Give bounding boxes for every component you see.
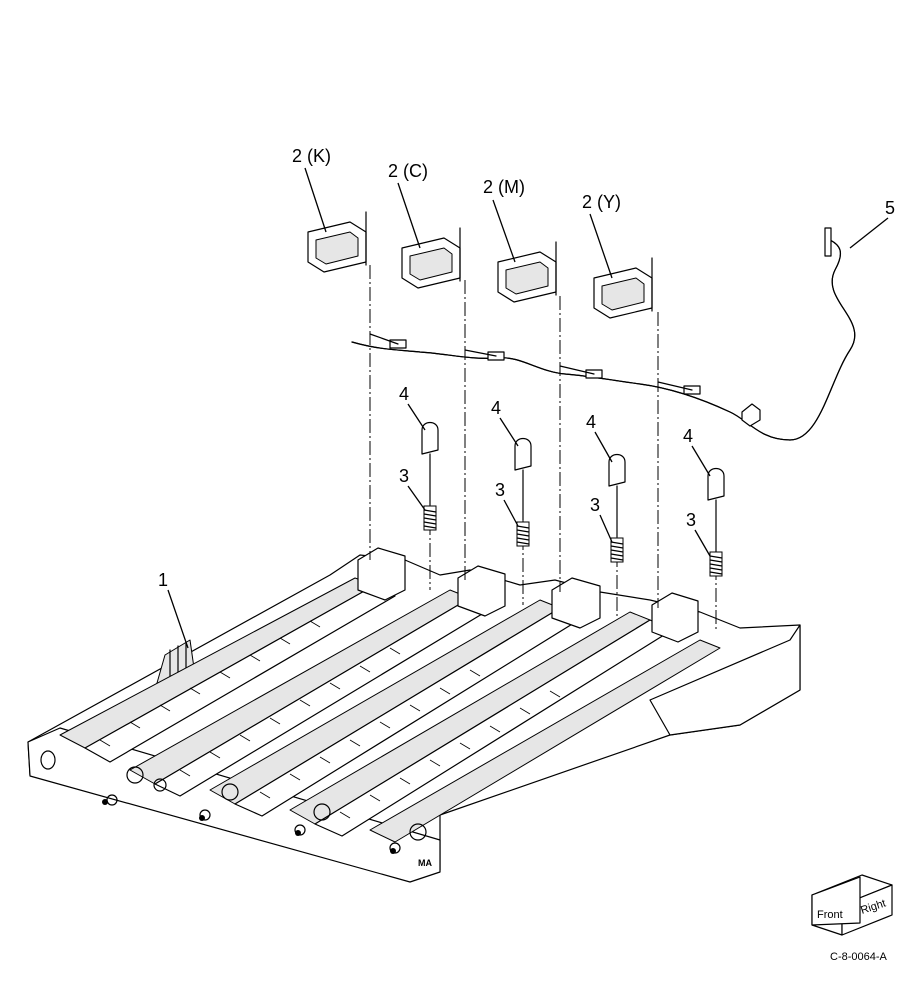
harness-end-connector (824, 227, 832, 257)
callout-4c: 4 (586, 412, 596, 432)
callout-labels: 1 2 (K) 2 (C) 2 (M) 2 (Y) 3 3 3 3 4 4 4 … (158, 146, 895, 590)
callout-3b: 3 (495, 480, 505, 500)
wire-harness (351, 227, 856, 441)
spring-1 (423, 505, 437, 531)
contact-holder-2 (514, 437, 532, 521)
callout-4d: 4 (683, 426, 693, 446)
spring-2 (516, 521, 530, 547)
callout-2-c: 2 (C) (388, 161, 428, 181)
crum-connector-m (497, 241, 557, 303)
callout-2-m: 2 (M) (483, 177, 525, 197)
crum-connector-y (593, 257, 653, 319)
cube-front-label: Front (817, 909, 843, 921)
crum-connector-k (307, 211, 367, 273)
frame-ribbing (99, 620, 561, 819)
callout-3a: 3 (399, 466, 409, 486)
callout-4b: 4 (491, 398, 501, 418)
contact-holder-1 (421, 421, 439, 506)
harness-clamp (741, 403, 761, 427)
connector-mount-brackets (357, 547, 699, 643)
frame-front-holes (40, 750, 427, 854)
callout-1: 1 (158, 570, 168, 590)
leader-lines (167, 167, 889, 649)
frame-side-rail (649, 624, 801, 736)
figure-id: C-8-0064-A (830, 951, 888, 963)
spring-4 (709, 551, 723, 577)
contact-holder-4 (707, 467, 725, 553)
crum-connector-c (401, 227, 461, 289)
callout-3d: 3 (686, 510, 696, 530)
crum-connectors (307, 211, 653, 319)
contact-holder-3 (608, 453, 626, 538)
base-frame-assembly: MA (27, 547, 801, 883)
callout-2-y: 2 (Y) (582, 192, 621, 212)
callout-2-k: 2 (K) (292, 146, 331, 166)
springs (423, 505, 723, 577)
callout-3c: 3 (590, 495, 600, 515)
frame-front-face (27, 727, 441, 883)
contact-holders (421, 421, 725, 553)
callout-5: 5 (885, 198, 895, 218)
callout-4a: 4 (399, 384, 409, 404)
orientation-cube: Front Right (811, 874, 893, 936)
frame-marking: MA (418, 858, 432, 868)
spring-3 (610, 537, 624, 563)
